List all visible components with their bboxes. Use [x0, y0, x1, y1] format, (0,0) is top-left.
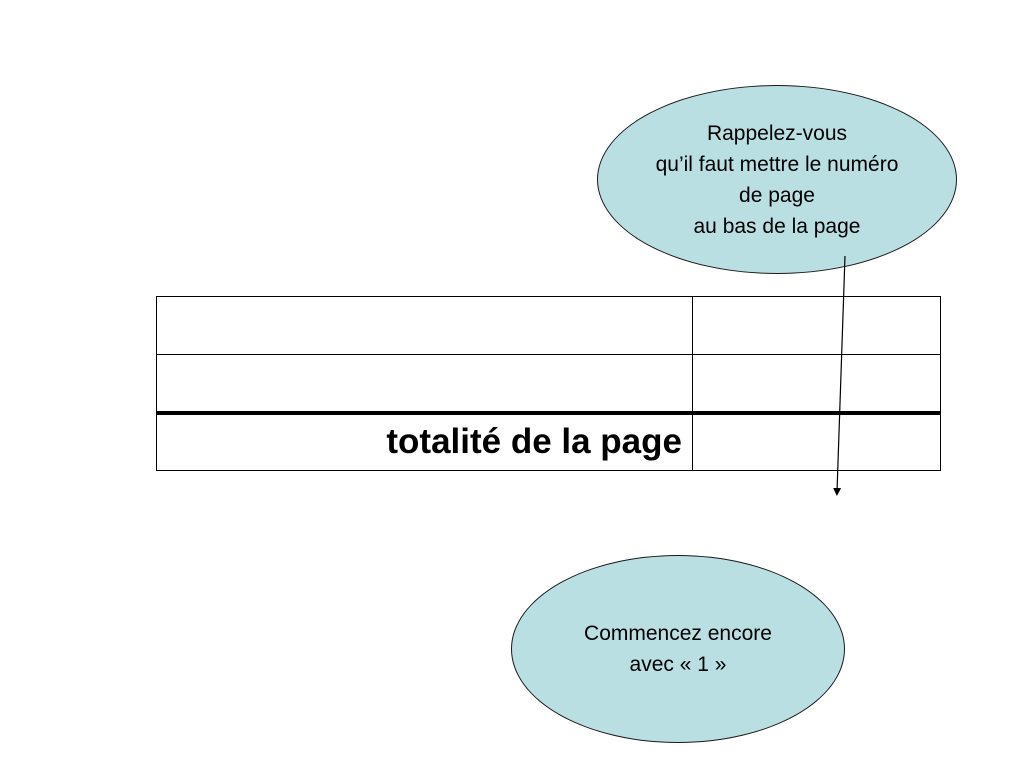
table-row	[156, 354, 941, 413]
page-total-value	[692, 410, 941, 471]
total-row: totalité de la page	[156, 410, 941, 471]
restart-callout: Commencez encore avec « 1 »	[511, 555, 845, 743]
reminder-line-4: au bas de la page	[693, 214, 861, 238]
reminder-line-3: de page	[739, 183, 815, 207]
table-row	[156, 296, 941, 355]
table-cell-label	[156, 296, 693, 355]
page-total-table: totalité de la page	[156, 296, 941, 471]
reminder-line-1: Rappelez-vous	[706, 121, 848, 145]
page-total-label: totalité de la page	[156, 410, 693, 471]
table-cell-value	[692, 296, 941, 355]
restart-line-2: avec « 1 »	[629, 653, 727, 676]
table-cell-value	[692, 354, 941, 413]
reminder-callout: Rappelez-vous qu’il faut mettre le numér…	[597, 85, 957, 274]
table-cell-label	[156, 354, 693, 413]
reminder-line-2: qu’il faut mettre le numéro	[655, 152, 899, 176]
restart-line-1: Commencez encore	[584, 622, 772, 645]
